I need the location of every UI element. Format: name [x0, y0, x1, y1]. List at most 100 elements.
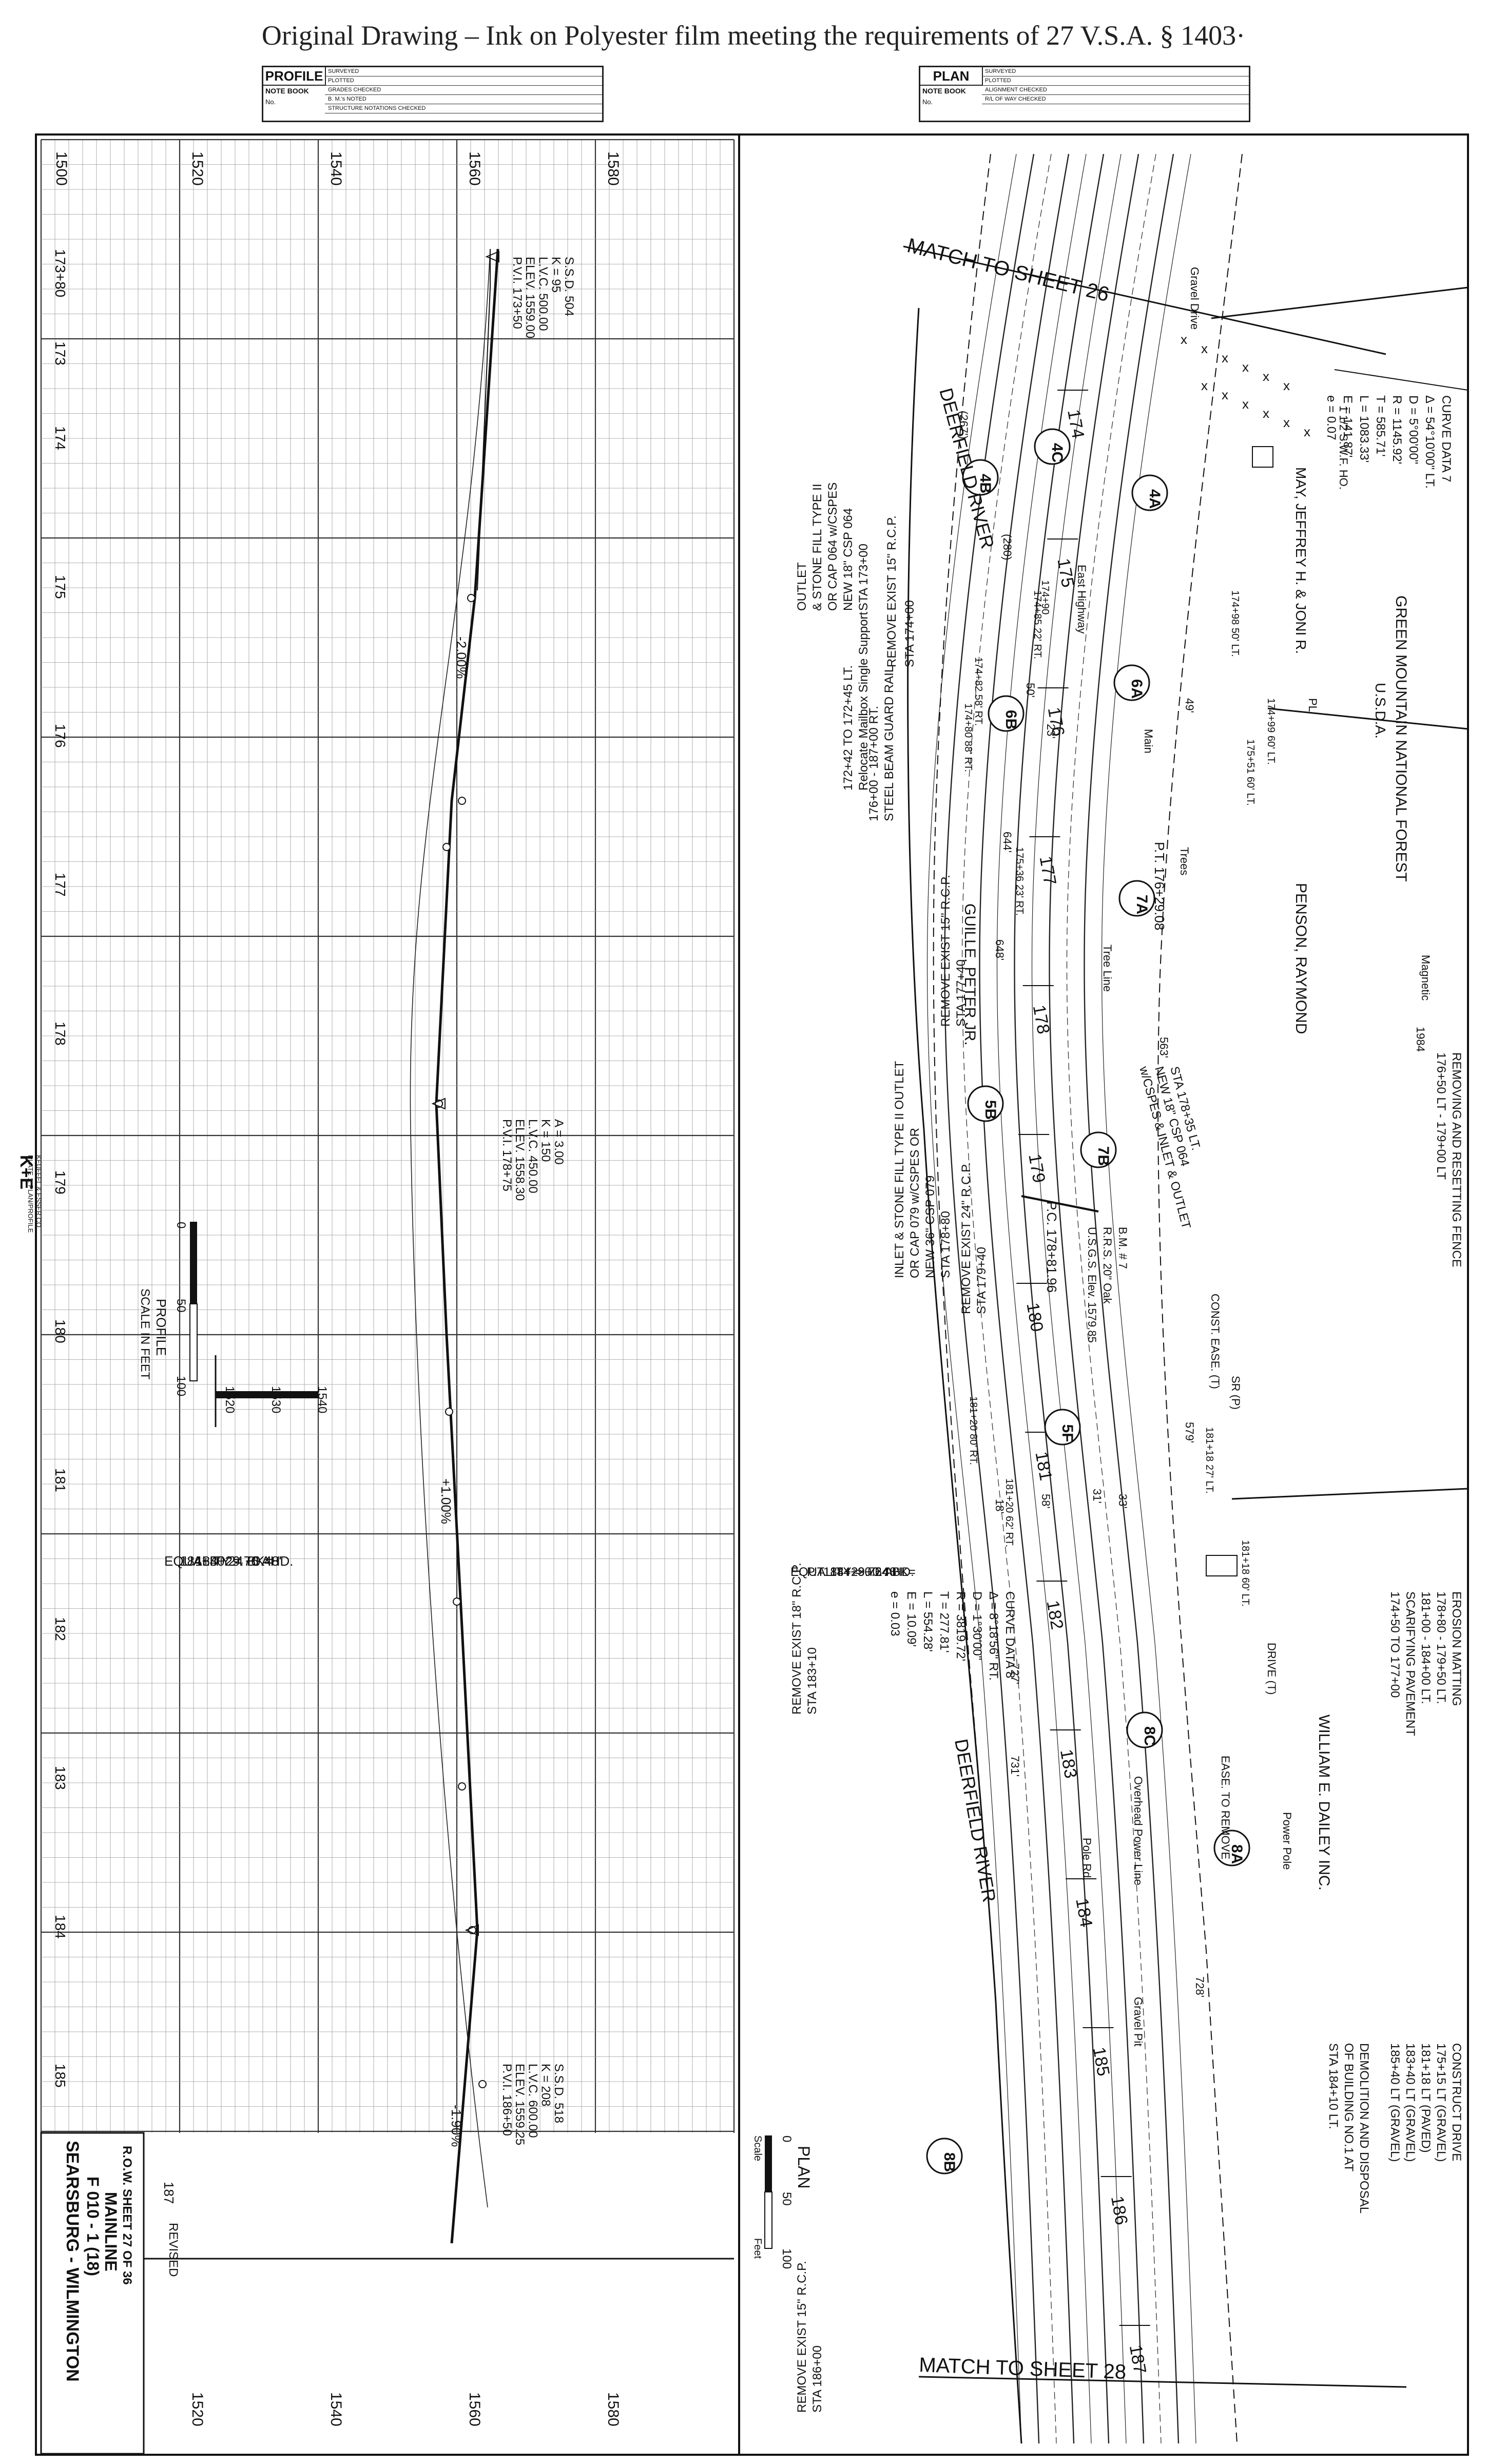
profile-block-number: No.: [265, 98, 276, 106]
profile-equality: EQUALITY = +0.48': [164, 1553, 282, 1569]
pvi-triangle: [485, 251, 499, 263]
plan-station-label: 177: [1036, 855, 1060, 887]
profile-block-notebook: NOTE BOOK: [265, 87, 309, 95]
station-label: 185: [52, 2064, 68, 2088]
plan-note-right: REMOVING AND RESETTING FENCE: [1450, 1052, 1463, 1267]
fence-mark: x: [1263, 369, 1269, 384]
callout-label: 7B: [1095, 1146, 1112, 1166]
roadway-line: [1066, 153, 1162, 2444]
curve-7-data: R = 1145.92': [1390, 395, 1404, 464]
plan-misc-label: East Highway: [1075, 565, 1088, 634]
station-label: 179: [52, 1170, 68, 1195]
station-offset: 174+82 58' RT.: [973, 657, 984, 726]
vpi-3-data: K = 208: [539, 2064, 553, 2106]
plan-misc-label: B.M. # 7: [1116, 1227, 1129, 1269]
station-label: 178: [52, 1022, 68, 1046]
callout-circle: [1080, 1131, 1117, 1168]
plan-note-right: 178+80 - 179+50 LT.: [1434, 1591, 1448, 1704]
station-offset: 181+20 62' RT.: [1003, 1478, 1015, 1547]
callout-circle: [1034, 428, 1071, 465]
plan-note-left: NEW 18" CSP 064: [841, 508, 855, 611]
plan-note-left: & STONE FILL TYPE II: [810, 484, 824, 611]
vpi-1-data: L.V.C. 500.00: [536, 257, 550, 331]
pvi-triangle: [465, 1924, 479, 1936]
profile-equality: 184+30.24 BK=: [180, 1553, 273, 1569]
plan-note-right: STA 184+10 LT.: [1326, 2043, 1340, 2129]
plan-note-left: OR CAP 079 w/CSPES OR: [908, 1128, 922, 1278]
plan-misc-label: Power Pole: [1281, 1812, 1293, 1870]
elevation-label-top: 1560: [466, 151, 483, 186]
plan-station-label: 186: [1107, 2194, 1131, 2226]
scale-mark: 0: [174, 1222, 188, 1228]
profile-station-point: [458, 1782, 466, 1791]
curve-8-data: D = 1°30'00": [970, 1591, 984, 1660]
callout-label: 8B: [941, 2152, 958, 2172]
curve-7-data: Δ = 54°10'00" LT.: [1423, 395, 1437, 489]
plan-note-left: INLET & STONE FILL TYPE II OUTLET: [893, 1061, 906, 1278]
revised-label: REVISED: [166, 2223, 180, 2277]
callout-label: 4C: [1049, 443, 1066, 463]
plan-note-right: OF BUILDING NO.1 AT: [1342, 2043, 1356, 2172]
check-row: R/L OF WAY CHECKED: [982, 95, 1249, 104]
check-row: GRADES CHECKED: [325, 86, 602, 95]
station-offset: 175+51 60' LT.: [1245, 739, 1256, 806]
station-offset: 174+90: [1039, 580, 1051, 614]
station-offset: 174+99 60' LT.: [1265, 698, 1277, 765]
scale-mark: 100: [174, 1376, 188, 1396]
curve-8-data: E = 10.09': [904, 1591, 918, 1647]
owner-label: WILLIAM E. DAILEY INC.: [1316, 1715, 1332, 1891]
fence-mark: x: [1242, 396, 1249, 412]
fence-mark: x: [1222, 350, 1228, 365]
callout-circle: [1126, 1711, 1163, 1748]
callout-circle: [1131, 474, 1168, 511]
dimension-label: 58': [1039, 1494, 1052, 1509]
plan-station-label: 179: [1025, 1152, 1049, 1184]
vpi-2-data: K = 150: [539, 1119, 553, 1162]
vpi-2-data: ELEV. 1558.30: [513, 1119, 527, 1201]
check-row: SURVEYED: [325, 67, 602, 76]
fence-mark: x: [1242, 359, 1249, 375]
station-label: 180: [52, 1319, 68, 1343]
plan-misc-label: Overhead Power Line: [1132, 1776, 1145, 1885]
curve-7-data: T = 585.71': [1374, 395, 1387, 457]
roadway-line: [979, 153, 1075, 2444]
plan-note-left: Relocate Mailbox Single Support: [857, 611, 871, 791]
plan-misc-label: Magnetic: [1419, 955, 1432, 1000]
plan-misc-label: Pole Rd.: [1080, 1838, 1093, 1881]
profile-grid: 1500150015201520154015401560156015801580…: [40, 139, 735, 2455]
pt-station-label: P.T. 176+29.08: [1152, 842, 1167, 930]
plan-note-left: STA 183+10: [805, 1647, 819, 1715]
fence-mark: x: [1181, 332, 1187, 347]
plan-note-left: STA 178+80: [939, 1211, 953, 1278]
station-offset: 181+18 27' LT.: [1204, 1427, 1215, 1494]
plan-note-left: REMOVE EXIST 18" R.C.P.: [790, 1563, 804, 1715]
station-offset: 175+36 23' RT.: [1014, 847, 1025, 916]
plan-scale-unit: Feet: [752, 2238, 763, 2259]
curve-8-data: T = 277.81': [937, 1591, 951, 1653]
callout-label: 5B: [982, 1100, 999, 1120]
plan-misc-label: EASE. TO REMOVE: [1219, 1756, 1232, 1859]
plan-station-label: 174: [1064, 408, 1088, 440]
plan-station-label: 185: [1089, 2046, 1113, 2077]
plan-misc-label: R.R.S. 20" Oak: [1101, 1227, 1114, 1304]
profile-station-point: [442, 843, 451, 851]
dimension-label: 731': [1009, 1756, 1021, 1777]
elevation-label-top: 1580: [605, 151, 622, 186]
curve-7-data: L = 1083.33': [1357, 395, 1371, 463]
station-label: 174: [52, 426, 68, 450]
curve-8-data: CURVE DATA 8: [1003, 1591, 1017, 1678]
plan-station-label: 181: [1031, 1450, 1055, 1482]
plan-scale-mark: 100: [780, 2248, 794, 2269]
check-row: PLOTTED: [982, 76, 1249, 86]
plan-note-right: 176+50 LT - 179+00 LT: [1434, 1052, 1448, 1180]
plan-note-left: STA 174+00: [903, 600, 917, 667]
station-offset: 174+85 22' RT.: [1032, 590, 1043, 659]
profile-station-point: [445, 1408, 453, 1416]
vpi-2-data: A = 3.00: [552, 1119, 566, 1165]
match-line-bottom: [918, 2376, 1407, 2388]
check-row: PLOTTED: [325, 76, 602, 86]
station-offset: 174+80 88' RT.: [962, 703, 974, 772]
pvi-tangent: [477, 249, 491, 591]
